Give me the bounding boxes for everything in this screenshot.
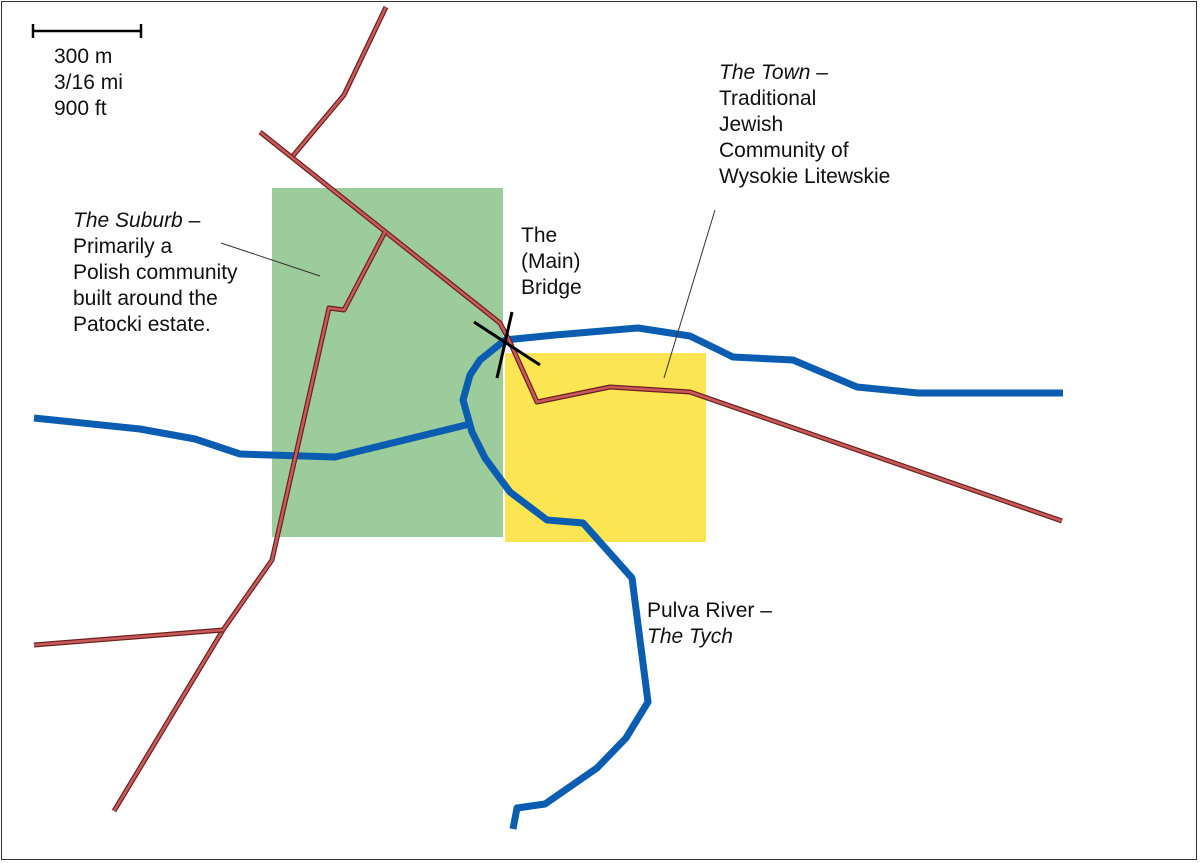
scale-bar-labels: 300 m 3/16 mi 900 ft [54,44,123,122]
suburb-line-3: built around the [73,287,218,310]
roads [33,5,1063,813]
suburb-label: The Suburb – Primarily a Polish communit… [73,208,238,338]
town-line-3: Community of [719,139,849,162]
scale-metric: 300 m [54,45,113,68]
scale-imperial-mi: 3/16 mi [54,71,123,94]
suburb-line-1: Primarily a [73,235,173,258]
bridge-line-1: The [521,224,558,247]
suburb-line-4: Patocki estate. [73,313,211,336]
bridge-line-3: Bridge [521,276,582,299]
road-north-outline [290,5,389,159]
suburb-name: The Suburb [73,209,183,232]
suburb-area [272,188,503,537]
road-south-west [112,231,387,812]
river-main-channel [459,324,1063,830]
road-west [33,628,224,647]
town-leader-line [663,209,716,379]
town-line-2: Jewish [719,113,784,136]
bridge-marker [473,311,541,379]
scale-imperial-ft: 900 ft [54,97,107,120]
river-label: Pulva River – The Tych [647,598,772,650]
town-name: The Town [719,61,811,84]
suburb-dash: – [188,209,201,232]
suburb-leader-line [220,242,321,277]
river-west-branch [33,414,471,461]
town-label: The Town – Traditional Jewish Community … [719,60,890,190]
scale-bar [31,24,143,38]
town-dash: – [816,61,828,84]
river-line-1: Pulva River – [647,599,772,622]
rivers [33,324,1063,830]
river-name: The Tych [647,625,733,648]
road-north [291,6,388,158]
bridge-label: The (Main) Bridge [521,223,582,301]
town-line-4: Wysokie Litewskie [719,165,891,188]
bridge-line-2: (Main) [521,250,581,273]
road-northwest-to-bridge [259,130,1063,523]
suburb-line-2: Polish community [73,261,238,284]
town-line-1: Traditional [719,87,817,110]
